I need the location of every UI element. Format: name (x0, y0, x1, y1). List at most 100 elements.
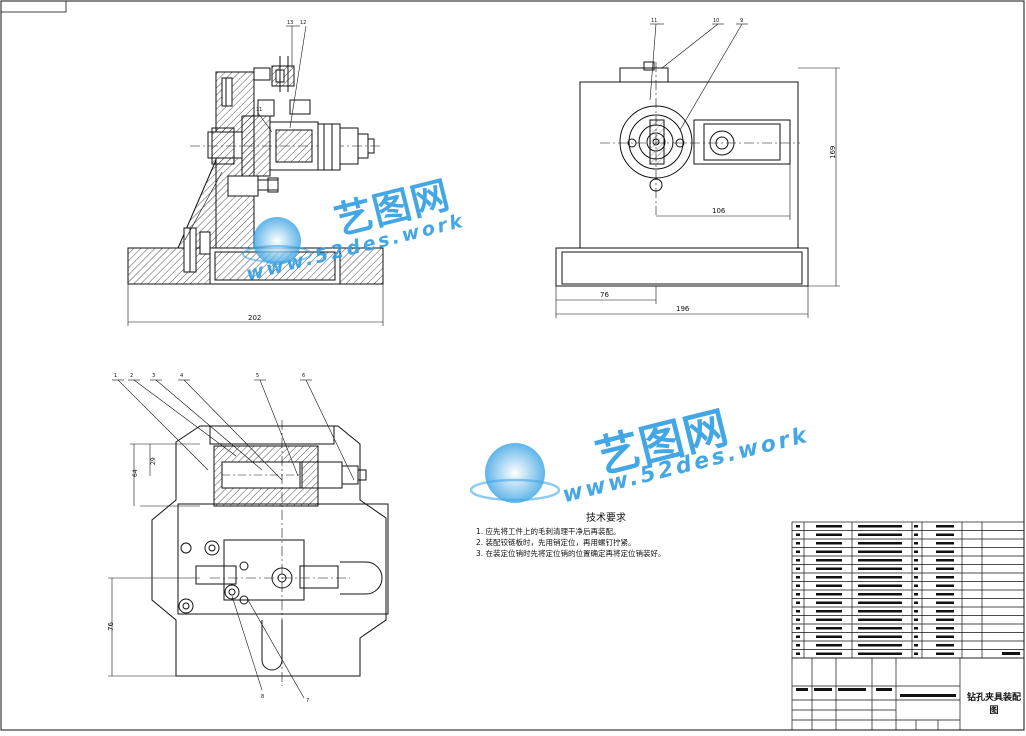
title-block (791, 657, 1025, 731)
parts-list-cell-ink (914, 652, 918, 655)
parts-list-cell-ink (914, 550, 918, 553)
dim-29-label: 29 (150, 457, 157, 465)
parts-list-cell-ink (914, 618, 918, 621)
parts-list-cell-ink (858, 542, 902, 545)
balloon-11-front: 11 (256, 107, 262, 113)
parts-list-cell-ink (936, 644, 954, 647)
parts-list-cell-ink (914, 627, 918, 630)
parts-list-cell-ink (914, 593, 918, 596)
parts-list-cell-ink (914, 542, 918, 545)
parts-list-cell-ink (914, 567, 918, 570)
title-block-ink (796, 652, 1020, 697)
parts-list-cell-ink (796, 627, 800, 630)
parts-list-cell-ink (936, 542, 954, 545)
parts-list-cell-ink (858, 618, 902, 621)
parts-list-cell-ink (936, 550, 954, 553)
parts-list-cell-ink (858, 652, 902, 655)
parts-list-cell-ink (936, 525, 954, 528)
parts-list-cell-ink (796, 635, 800, 638)
balloon-12: 12 (300, 20, 306, 26)
parts-list-ink (796, 525, 954, 655)
tech-req-title: 技术要求 (586, 513, 626, 524)
parts-list-cell-ink (914, 644, 918, 647)
parts-list-cell-ink (858, 644, 902, 647)
parts-list-cell-ink (796, 601, 800, 604)
balloon-2: 2 (130, 373, 133, 379)
parts-list-cell-ink (858, 550, 902, 553)
parts-list-cell-ink (858, 610, 902, 613)
parts-list-cell-ink (936, 618, 954, 621)
parts-list-cell-ink (816, 559, 842, 562)
parts-list-cell-ink (816, 593, 842, 596)
balloon-5: 5 (256, 373, 259, 379)
dim-76-top-label: 76 (600, 291, 609, 299)
dim-76-bottom-label: 76 (107, 622, 115, 631)
balloon-4: 4 (180, 373, 183, 379)
parts-list-cell-ink (796, 644, 800, 647)
balloon-6: 6 (302, 373, 305, 379)
parts-list-cell-ink (858, 576, 902, 579)
parts-list-cell-ink (816, 610, 842, 613)
parts-list-cell-ink (816, 652, 842, 655)
parts-list-cell-ink (914, 635, 918, 638)
parts-list-cell-ink (858, 601, 902, 604)
watermark-globe-icon (242, 217, 312, 265)
technical-requirements: 技术要求 1. 应先将工件上的毛刺清理干净后再装配。 2. 装配铰链板时，先用销… (476, 513, 776, 559)
dim-106-label: 106 (712, 207, 726, 215)
balloon-9: 9 (740, 18, 743, 24)
parts-list-cell-ink (914, 559, 918, 562)
balloon-3: 3 (152, 373, 155, 379)
parts-list-cell-ink (858, 525, 902, 528)
side-view (555, 23, 840, 318)
parts-list-cell-ink (796, 652, 800, 655)
parts-list-cell-ink (816, 644, 842, 647)
parts-list-cell-ink (796, 559, 800, 562)
parts-list-cell-ink (936, 584, 954, 587)
parts-list-cell-ink (936, 559, 954, 562)
parts-list-cell-ink (816, 618, 842, 621)
balloon-1: 1 (114, 373, 117, 379)
parts-list-cell-ink (796, 533, 800, 536)
parts-list-cell-ink (796, 550, 800, 553)
parts-list-cell-ink (858, 635, 902, 638)
balloon-7: 7 (306, 698, 309, 704)
parts-list-cell-ink (816, 635, 842, 638)
balloon-10: 10 (713, 18, 719, 24)
parts-list-cell-ink (796, 618, 800, 621)
parts-list-cell-ink (858, 593, 902, 596)
dim-169-label: 169 (829, 146, 837, 159)
drawing-name: 钻孔夹具装配图 (966, 693, 1021, 716)
parts-list-cell-ink (914, 584, 918, 587)
parts-list-cell-ink (796, 576, 800, 579)
parts-list-cell-ink (914, 533, 918, 536)
parts-list-cell-ink (914, 576, 918, 579)
parts-list-cell-ink (816, 601, 842, 604)
parts-list-cell-ink (858, 584, 902, 587)
parts-list-cell-ink (816, 525, 842, 528)
parts-list-cell-ink (914, 601, 918, 604)
parts-list-table (791, 521, 1025, 659)
dim-64-label: 64 (132, 469, 139, 477)
parts-list-cell-ink (796, 525, 800, 528)
plan-view (108, 379, 389, 699)
parts-list-cell-ink (796, 584, 800, 587)
parts-list-cell-ink (858, 567, 902, 570)
parts-list-cell-ink (936, 610, 954, 613)
parts-list-cell-ink (936, 627, 954, 630)
dim-202-label: 202 (248, 314, 261, 322)
tech-req-line-2: 2. 装配铰链板时，先用销定位，再用螺钉拧紧。 (476, 538, 636, 547)
parts-list-cell-ink (936, 652, 954, 655)
parts-list-cell-ink (796, 610, 800, 613)
tech-req-line-3: 3. 在装定位销时先将定位销的位置确定再将定位销装好。 (476, 549, 666, 558)
tech-req-line-1: 1. 应先将工件上的毛刺清理干净后再装配。 (476, 527, 621, 536)
parts-list-cell-ink (936, 635, 954, 638)
balloon-8: 8 (261, 694, 264, 700)
dim-196-label: 196 (676, 305, 690, 313)
parts-list-cell-ink (816, 576, 842, 579)
parts-list-cell-ink (858, 533, 902, 536)
parts-list-cell-ink (914, 610, 918, 613)
watermark-globe-icon-2 (470, 443, 560, 503)
